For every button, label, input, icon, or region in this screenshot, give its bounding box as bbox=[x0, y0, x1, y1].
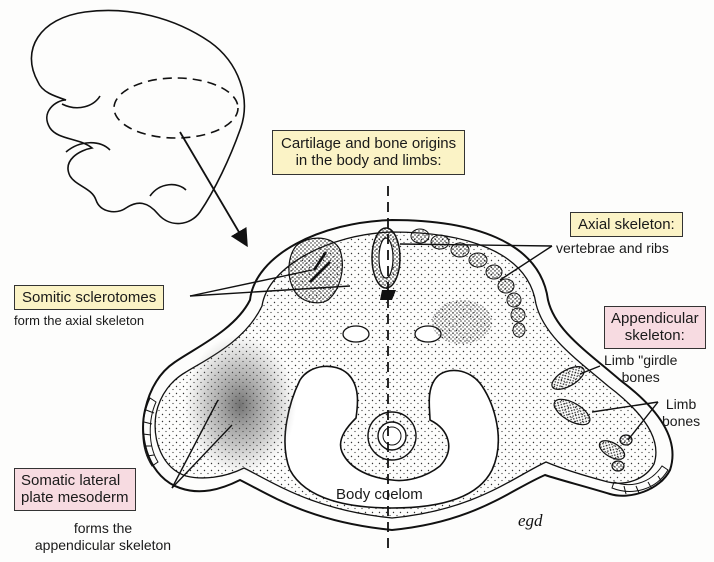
somatic-line-1: Somatic lateral bbox=[21, 472, 129, 489]
embryo-outline-sketch bbox=[31, 10, 244, 223]
limb-bones-line-2: bones bbox=[662, 413, 700, 430]
limb-bones-label: Limb bones bbox=[662, 396, 700, 430]
vertebrae-ribs-label: vertebrae and ribs bbox=[556, 240, 669, 257]
limb-girdle-line-2: bones bbox=[604, 369, 677, 386]
appendicular-skeleton-label: Appendicular skeleton: bbox=[604, 306, 706, 349]
appendicular-line-1: Appendicular bbox=[611, 310, 699, 327]
limb-girdle-line-1: Limb "girdle bbox=[604, 352, 677, 369]
title-line-1: Cartilage and bone origins bbox=[281, 135, 456, 152]
forms-line-1: forms the bbox=[8, 520, 198, 537]
somitic-sclerotomes-label: Somitic sclerotomes bbox=[14, 285, 164, 310]
artist-signature: egd bbox=[518, 511, 543, 530]
axial-skeleton-label: Axial skeleton: bbox=[570, 212, 683, 237]
title-line-2: in the body and limbs: bbox=[281, 152, 456, 169]
forms-line-2: appendicular skeleton bbox=[8, 537, 198, 554]
appendicular-line-2: skeleton: bbox=[611, 327, 699, 344]
somatic-line-2: plate mesoderm bbox=[21, 489, 129, 506]
body-coelom-label: Body coelom bbox=[336, 486, 423, 504]
limb-bones-line-1: Limb bbox=[662, 396, 700, 413]
somatic-lateral-plate-label: Somatic lateral plate mesoderm bbox=[14, 468, 136, 511]
forms-appendicular-label: forms the appendicular skeleton bbox=[8, 520, 198, 554]
form-axial-skeleton-label: form the axial skeleton bbox=[14, 313, 144, 329]
title-label-box: Cartilage and bone origins in the body a… bbox=[272, 130, 465, 175]
limb-girdle-label: Limb "girdle bones bbox=[604, 352, 677, 386]
pointer-arrow bbox=[180, 132, 246, 244]
